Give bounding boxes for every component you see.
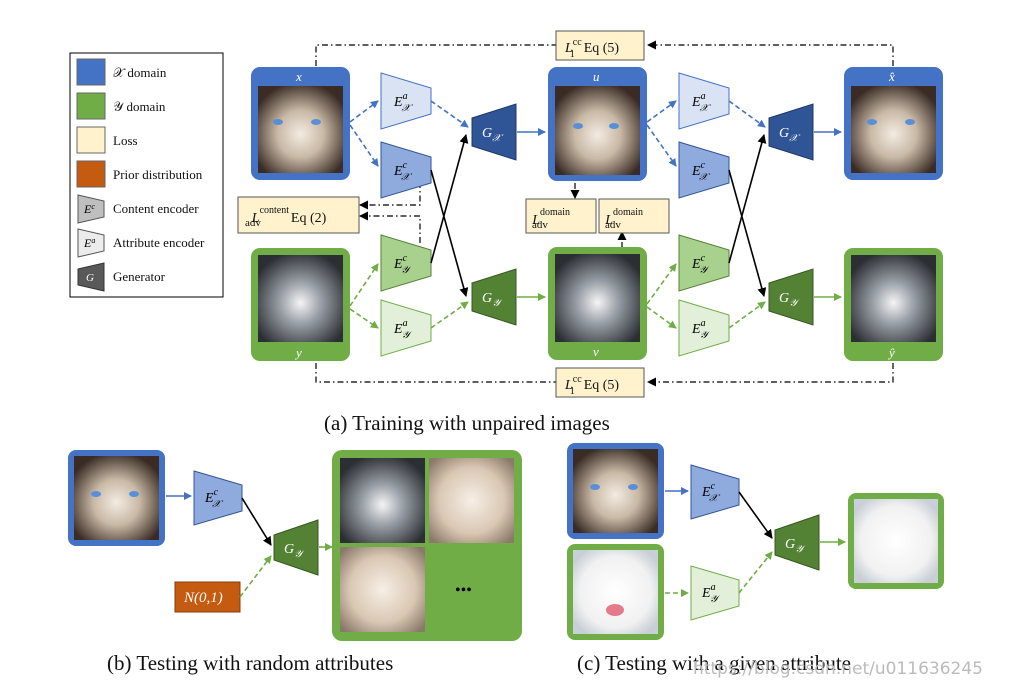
svg-text:Ec𝒳: Ec𝒳 <box>691 160 711 183</box>
legend: 𝒳 domain 𝒴 domain Loss Prior distributio… <box>69 52 224 298</box>
svg-text:y: y <box>294 345 302 360</box>
svg-text:G𝒴: G𝒴 <box>284 542 305 560</box>
svg-text:x: x <box>295 69 302 84</box>
legend-item-generator: G Generator <box>77 262 166 292</box>
prior-distribution-box: N(0,1) <box>174 581 241 613</box>
legend-item-loss: Loss <box>76 126 138 154</box>
test-random-generator-y: G𝒴 <box>273 519 319 576</box>
legend-swatch-x-domain <box>76 58 106 86</box>
svg-text:Ea𝒴: Ea𝒴 <box>701 582 721 605</box>
test-given-arrows <box>665 487 846 597</box>
grid-ellipsis: ••• <box>455 582 472 599</box>
svg-text:u: u <box>593 69 600 84</box>
cycle-loss-lines <box>315 40 894 387</box>
svg-text:ŷ: ŷ <box>887 345 895 360</box>
legend-label-x-domain: 𝒳 domain <box>113 65 167 80</box>
test-given-generator-y: G𝒴 <box>774 514 820 571</box>
legend-symbol-content: Ec <box>83 202 95 216</box>
svg-text:Ea𝒴: Ea𝒴 <box>691 318 711 341</box>
image-x-hat: x̂ <box>844 67 943 180</box>
generator-icon <box>77 262 105 292</box>
svg-text:G𝒳: G𝒳 <box>482 126 504 144</box>
caption-given: (c) Testing with a given attribute <box>577 651 851 675</box>
legend-label-y-domain: 𝒴 domain <box>113 99 166 114</box>
svg-text:Ec𝒴: Ec𝒴 <box>393 253 412 276</box>
svg-text:v: v <box>593 344 599 359</box>
image-y-hat: ŷ <box>844 248 943 361</box>
caption-training: (a) Training with unpaired images <box>324 411 610 435</box>
content-encoder-icon <box>77 194 105 224</box>
attribute-encoder-icon <box>77 228 105 258</box>
svg-text:Ea𝒳: Ea𝒳 <box>393 91 414 114</box>
svg-text:Ec𝒳: Ec𝒳 <box>204 487 224 510</box>
svg-text:x̂: x̂ <box>888 69 895 84</box>
legend-item-attribute-encoder: Ea Attribute encoder <box>77 228 205 258</box>
generator-x-1: G𝒳 <box>471 103 517 161</box>
svg-text:G𝒳: G𝒳 <box>779 126 801 144</box>
svg-text:Ec𝒴: Ec𝒴 <box>691 253 710 276</box>
generator-y-1: G𝒴 <box>471 268 517 326</box>
legend-swatch-y-domain <box>76 92 106 120</box>
legend-swatch-prior <box>76 160 106 188</box>
svg-text:Ec𝒳: Ec𝒳 <box>393 160 413 183</box>
legend-label-prior: Prior distribution <box>113 167 203 182</box>
svg-text:Ec𝒳: Ec𝒳 <box>701 481 721 504</box>
legend-label-loss: Loss <box>113 133 138 148</box>
generator-y-2: G𝒴 <box>768 268 814 326</box>
legend-symbol-attribute: Ea <box>83 236 95 250</box>
test-random-arrows <box>166 492 333 598</box>
caption-random: (b) Testing with random attributes <box>107 651 393 675</box>
legend-swatch-loss <box>76 126 106 154</box>
generator-x-2: G𝒳 <box>768 103 814 161</box>
legend-label-content-encoder: Content encoder <box>113 201 199 216</box>
svg-text:G𝒴: G𝒴 <box>779 291 800 309</box>
legend-item-y-domain: 𝒴 domain <box>76 92 166 120</box>
svg-text:Ea𝒳: Ea𝒳 <box>691 91 712 114</box>
test-given-output-image <box>848 493 944 589</box>
legend-label-generator: Generator <box>113 269 166 284</box>
legend-item-content-encoder: Ec Content encoder <box>77 194 199 224</box>
image-v: v <box>548 247 647 360</box>
test-given-content-image <box>567 443 664 539</box>
image-u: u <box>548 67 647 181</box>
watermark-url: https://blog.csdn.net/u011636245 <box>693 659 983 679</box>
training-arrows <box>349 100 842 329</box>
test-random-output-grid: ••• <box>332 450 522 641</box>
svg-text:Ea𝒴: Ea𝒴 <box>393 318 413 341</box>
legend-item-x-domain: 𝒳 domain <box>76 58 167 86</box>
svg-text:G𝒴: G𝒴 <box>785 537 806 555</box>
svg-text:G𝒴: G𝒴 <box>482 291 503 309</box>
svg-text:N(0,1): N(0,1) <box>183 590 223 606</box>
legend-label-attribute-encoder: Attribute encoder <box>113 235 205 250</box>
image-x: x <box>251 67 350 180</box>
test-given-attribute-image <box>567 544 664 640</box>
legend-symbol-generator: G <box>86 272 94 284</box>
legend-item-prior: Prior distribution <box>76 160 203 188</box>
image-y: y <box>251 248 350 361</box>
test-random-input-image <box>68 450 165 546</box>
